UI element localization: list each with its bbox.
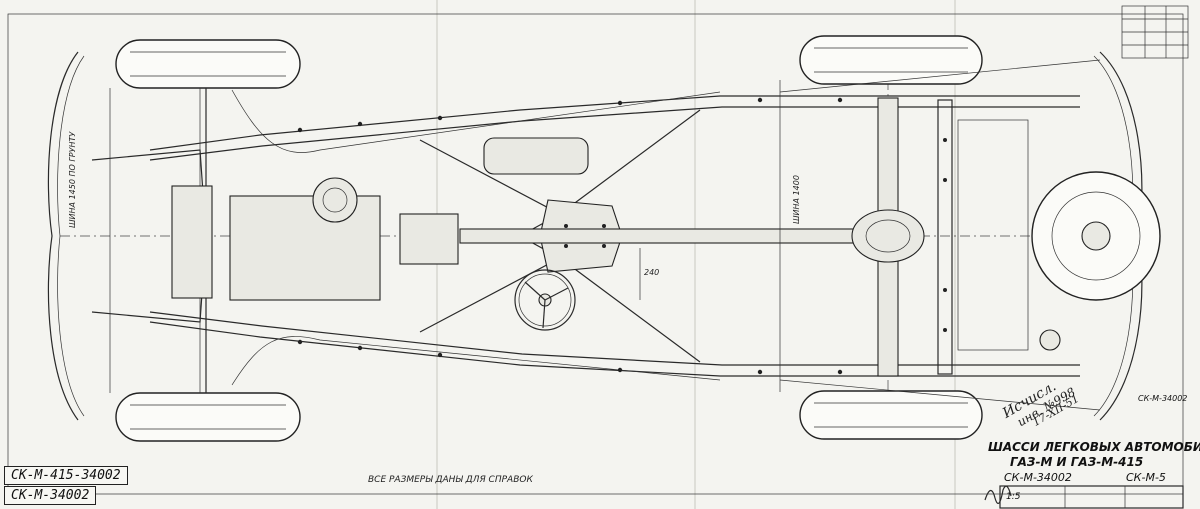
differential: [851, 209, 925, 263]
side-drawing-note: СК-М-34002: [1138, 394, 1188, 403]
sheet-border: [7, 13, 1184, 495]
engine-block: [229, 195, 381, 301]
signature-mark: [984, 485, 1012, 505]
front-right-wheel: [115, 392, 301, 442]
drawing-number-stamp-bottom: СК-М-34002: [4, 486, 97, 505]
fuel-tank: [957, 119, 1029, 351]
frame-rail-left: [149, 95, 1080, 151]
rear-cross-member: [937, 99, 953, 375]
title-block-small-number: СК-М-5: [1126, 471, 1166, 484]
frame-rail-right: [149, 321, 1080, 377]
brake-line: [231, 89, 721, 153]
front-track-label: ШИНА 1450 ПО ГРУНТУ: [68, 131, 77, 228]
front-left-wheel: [115, 39, 301, 89]
drawing-title-line2: ГАЗ-М И ГАЗ-М-415: [1010, 455, 1144, 469]
title-block-number: СК-М-34002: [1004, 471, 1072, 484]
fuel-filler-cap: [1039, 329, 1061, 351]
dimensions-note: ВСЕ РАЗМЕРЫ ДАНЫ ДЛЯ СПРАВОК: [368, 475, 533, 485]
rear-right-wheel: [799, 390, 983, 440]
drawing-title-line1: ШАССИ ЛЕГКОВЫХ АВТОМОБИЛЕЙ: [988, 440, 1200, 454]
rear-track-label: ШИНА 1400: [792, 175, 801, 224]
drawing-number-stamp-top: СК-М-415-34002: [4, 466, 128, 485]
air-cleaner: [312, 177, 358, 223]
gearbox: [399, 213, 459, 265]
title-block-scale: 1:5: [1006, 492, 1021, 502]
spare-wheel: [1031, 171, 1161, 351]
radiator: [171, 185, 213, 299]
propeller-shaft: [459, 228, 861, 244]
title-block-frame: [999, 485, 1184, 509]
steering-wheel: [514, 269, 576, 331]
rear-left-wheel: [799, 35, 983, 85]
rivets: [297, 97, 947, 375]
front-spring: [47, 51, 79, 421]
centre-dimension-label: 240: [644, 268, 660, 277]
muffler: [483, 137, 589, 175]
